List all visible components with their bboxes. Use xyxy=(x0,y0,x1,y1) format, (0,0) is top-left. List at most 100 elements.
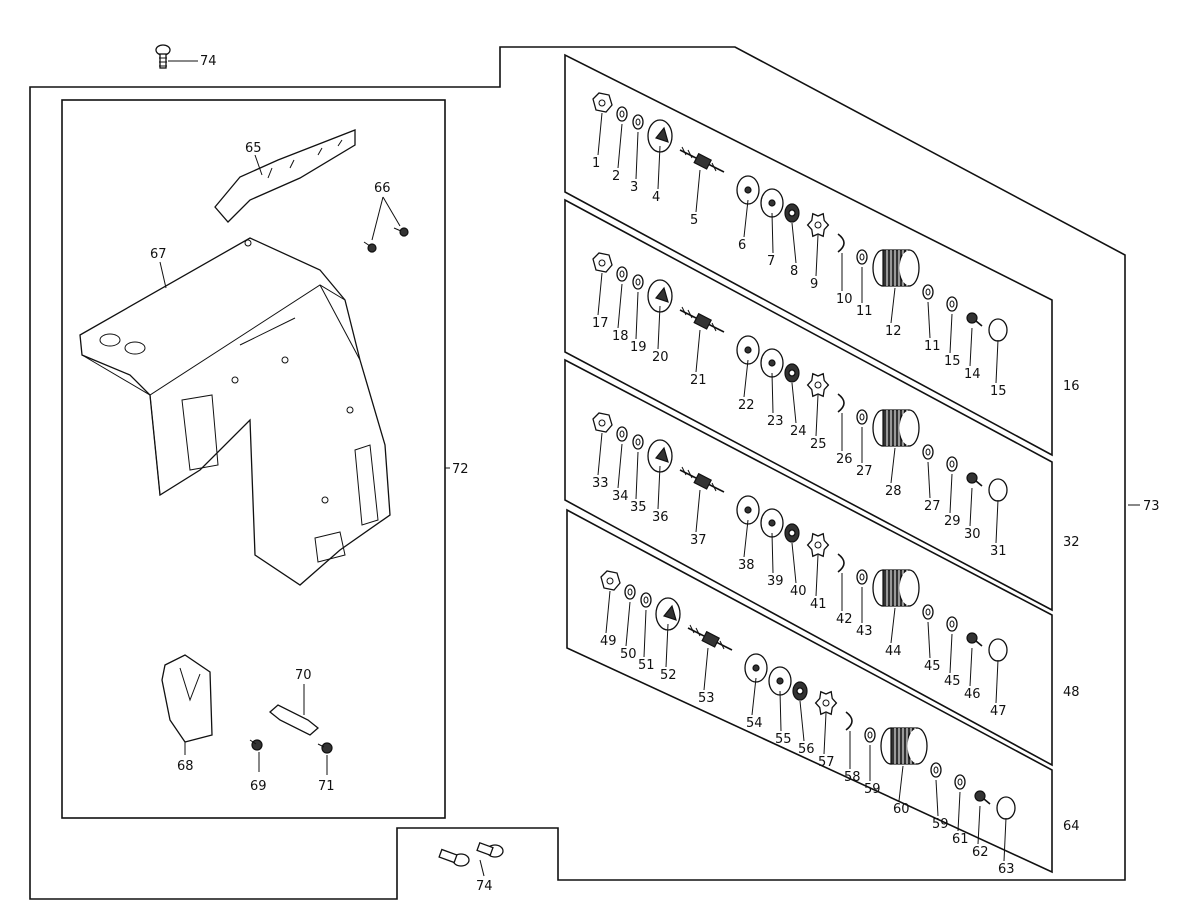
part-label: 43 xyxy=(856,624,873,639)
part-label: 51 xyxy=(638,658,655,673)
part-label: 5 xyxy=(690,213,698,228)
part-label: 42 xyxy=(836,612,853,627)
part-gear-icon xyxy=(806,372,830,437)
part-nut-icon xyxy=(600,570,621,634)
part-cap-icon xyxy=(988,318,1008,384)
part-washer-icon xyxy=(632,114,644,180)
part-label: 44 xyxy=(885,644,902,659)
part-washer-icon xyxy=(922,284,934,339)
part-washer-icon xyxy=(616,266,628,329)
label-72: 72 xyxy=(452,462,469,477)
part-label: 59 xyxy=(864,782,881,797)
part-washer-icon xyxy=(632,434,644,500)
part-shaft-icon xyxy=(687,624,733,691)
part-label: 46 xyxy=(964,687,981,702)
part-washer-icon xyxy=(864,727,876,781)
part-label: 27 xyxy=(924,499,941,514)
part-gear-icon xyxy=(814,690,838,755)
part-disc-icon xyxy=(736,175,760,238)
label-73: 73 xyxy=(1143,499,1160,514)
label-74-top: 74 xyxy=(200,54,217,69)
part-clip-icon xyxy=(837,553,845,611)
part-hub-icon xyxy=(784,203,800,264)
part-label: 38 xyxy=(738,558,755,573)
part-rows: 1234567891011121115141517181920212223242… xyxy=(592,92,1016,877)
part-label: 10 xyxy=(836,292,853,307)
part-label: 7 xyxy=(767,254,775,269)
part-label: 19 xyxy=(630,340,647,355)
label-65: 65 xyxy=(245,141,262,156)
screw-74-top xyxy=(155,44,198,69)
part-label: 57 xyxy=(818,755,835,770)
part-cam-icon xyxy=(655,597,681,668)
part-washer-icon xyxy=(616,426,628,489)
frame-group-box xyxy=(61,99,446,819)
part-label: 15 xyxy=(990,384,1007,399)
part-label: 12 xyxy=(885,324,902,339)
part-label: 63 xyxy=(998,862,1015,877)
part-disc-icon xyxy=(736,335,760,398)
part-washer-icon xyxy=(856,569,868,623)
label-group-32: 32 xyxy=(1063,535,1080,550)
part-label: 59 xyxy=(932,817,949,832)
part-label: 11 xyxy=(856,304,873,319)
label-66: 66 xyxy=(374,181,391,196)
part-label: 31 xyxy=(990,544,1007,559)
part-label: 6 xyxy=(738,238,746,253)
part-disc-icon xyxy=(768,666,792,732)
part-label: 14 xyxy=(964,367,981,382)
part-label: 58 xyxy=(844,770,861,785)
part-label: 20 xyxy=(652,350,669,365)
part-washer-icon xyxy=(946,296,958,354)
part-disc-icon xyxy=(744,653,768,716)
part-screw-icon xyxy=(966,472,983,527)
part-label: 37 xyxy=(690,533,707,548)
part-gear-icon xyxy=(806,212,830,277)
part-label: 11 xyxy=(924,339,941,354)
part-label: 27 xyxy=(856,464,873,479)
group-panel-16 xyxy=(564,53,1053,457)
part-shaft-icon xyxy=(679,466,725,533)
part-label: 33 xyxy=(592,476,609,491)
part-shaft-icon xyxy=(679,306,725,373)
part-washer-icon xyxy=(930,762,942,817)
part-disc-icon xyxy=(760,508,784,574)
part-label: 40 xyxy=(790,584,807,599)
part-label: 26 xyxy=(836,452,853,467)
part-label: 56 xyxy=(798,742,815,757)
part-washer-icon xyxy=(856,249,868,303)
label-70: 70 xyxy=(295,668,312,683)
part-screw-icon xyxy=(974,790,991,845)
label-67: 67 xyxy=(150,247,167,262)
label-group-16: 16 xyxy=(1063,379,1080,394)
part-hub-icon xyxy=(784,523,800,584)
part-label: 21 xyxy=(690,373,707,388)
part-cap-icon xyxy=(988,478,1008,544)
part-washer-icon xyxy=(616,106,628,169)
part-nut-icon xyxy=(592,92,613,156)
part-label: 47 xyxy=(990,704,1007,719)
part-clip-icon xyxy=(837,233,845,291)
bracket-70 xyxy=(268,684,320,736)
part-label: 39 xyxy=(767,574,784,589)
part-label: 55 xyxy=(775,732,792,747)
part-label: 1 xyxy=(592,156,600,171)
group-panel-48 xyxy=(564,358,1053,767)
part-washer-icon xyxy=(946,616,958,674)
part-label: 25 xyxy=(810,437,827,452)
part-label: 60 xyxy=(893,802,910,817)
part-cap-icon xyxy=(988,638,1008,704)
part-cap-icon xyxy=(996,796,1016,862)
part-label: 35 xyxy=(630,500,647,515)
part-disc-icon xyxy=(760,348,784,414)
part-shaft-icon xyxy=(679,146,725,213)
part-label: 28 xyxy=(885,484,902,499)
part-label: 52 xyxy=(660,668,677,683)
part-label: 18 xyxy=(612,329,629,344)
part-washer-icon xyxy=(946,456,958,514)
part-hub-icon xyxy=(784,363,800,424)
part-drum-icon xyxy=(880,727,928,802)
part-washer-icon xyxy=(922,444,934,499)
